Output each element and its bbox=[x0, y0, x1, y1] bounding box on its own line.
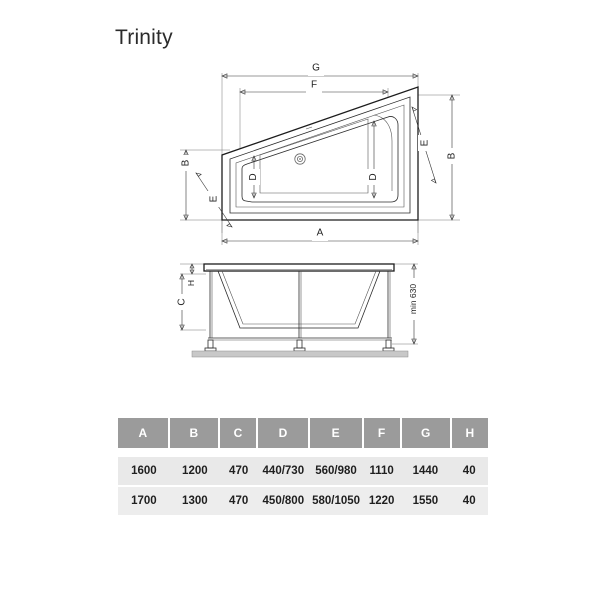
dimension-f: F bbox=[239, 80, 389, 95]
table-header-e: E bbox=[310, 418, 362, 448]
drain-icon bbox=[294, 153, 306, 165]
label-e-left: E bbox=[209, 195, 220, 202]
specification-table: A B C D E F G H 1600 1200 470 440/730 56… bbox=[118, 418, 488, 515]
bathtub-side-view: H C min 630 bbox=[160, 252, 450, 362]
table-header-g: G bbox=[401, 418, 450, 448]
label-g: G bbox=[312, 63, 320, 74]
table-header-f: F bbox=[363, 418, 400, 448]
table-row: 1700 1300 470 450/800 580/1050 1220 1550… bbox=[118, 485, 488, 515]
dimension-b-left: B bbox=[179, 149, 193, 221]
table-header-a: A bbox=[118, 418, 168, 448]
table-cell-c: 470 bbox=[229, 465, 249, 477]
table-cell-g: 1440 bbox=[412, 465, 439, 477]
leveling-foot bbox=[293, 339, 306, 352]
bathtub-top-view: G F bbox=[160, 55, 470, 255]
table-cell-f: 1220 bbox=[368, 495, 395, 507]
table-cell-b: 1300 bbox=[182, 495, 208, 507]
dimension-g: G bbox=[221, 63, 419, 79]
dimension-b-right: B bbox=[445, 94, 459, 221]
label-e-right: E bbox=[420, 139, 431, 146]
table-header-b: B bbox=[169, 418, 219, 448]
table-cell-h: 40 bbox=[462, 465, 476, 477]
dimension-min-height: min 630 bbox=[406, 263, 421, 345]
table-header-c: C bbox=[220, 418, 257, 448]
table-header-d: D bbox=[258, 418, 309, 448]
table-cell-d: 450/800 bbox=[262, 495, 305, 507]
table-cell-e: 580/1050 bbox=[312, 495, 361, 507]
label-d-left: D bbox=[248, 173, 259, 180]
table-cell-f: 1110 bbox=[369, 465, 394, 477]
label-a: A bbox=[317, 228, 324, 239]
table-cell-a: 1600 bbox=[131, 465, 157, 477]
table-cell-b: 1200 bbox=[182, 465, 208, 477]
table-header-row: A B C D E F G H bbox=[118, 418, 488, 448]
table-cell-a: 1700 bbox=[131, 495, 157, 507]
dimension-c: C bbox=[175, 273, 189, 331]
table-cell-g: 1550 bbox=[412, 495, 439, 507]
label-f: F bbox=[311, 80, 317, 91]
label-d-right: D bbox=[368, 173, 379, 180]
page-title: Trinity bbox=[115, 26, 173, 49]
label-min-height: min 630 bbox=[408, 284, 418, 315]
table-cell-d: 440/730 bbox=[262, 465, 305, 477]
dimension-d-left: D bbox=[247, 155, 260, 199]
dimension-e-left: E bbox=[195, 172, 233, 228]
dimension-h: H bbox=[185, 263, 198, 290]
floor-line bbox=[191, 350, 409, 358]
table-cell-h: 40 bbox=[462, 495, 476, 507]
leveling-foot bbox=[382, 339, 395, 352]
dimension-d-right: D bbox=[367, 120, 380, 199]
dimension-e-right: E bbox=[411, 106, 437, 184]
table-body: 1600 1200 470 440/730 560/980 1110 1440 … bbox=[118, 457, 488, 515]
label-b-left: B bbox=[181, 159, 192, 166]
leveling-foot bbox=[204, 339, 217, 352]
label-b-right: B bbox=[447, 152, 458, 159]
table-header-h: H bbox=[451, 418, 488, 448]
label-h: H bbox=[186, 280, 196, 286]
table-row: 1600 1200 470 440/730 560/980 1110 1440 … bbox=[118, 457, 488, 485]
dimension-a: A bbox=[221, 228, 419, 244]
table-cell-c: 470 bbox=[229, 495, 249, 507]
label-c: C bbox=[177, 298, 188, 305]
table-cell-e: 560/980 bbox=[315, 465, 357, 477]
